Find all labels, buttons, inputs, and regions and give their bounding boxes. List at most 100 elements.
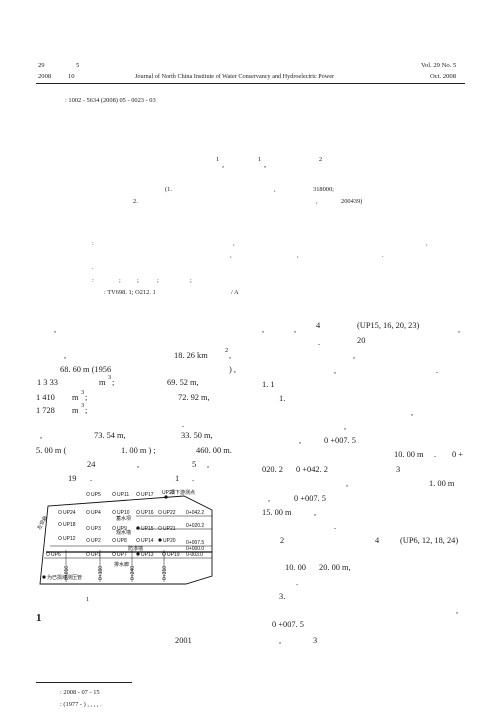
right-period-1: . <box>318 338 321 347</box>
station-0p042-2: 0+042.2 <box>186 510 204 516</box>
station-0p000-0: 0+000.0 <box>186 546 204 552</box>
right-punct-10: , <box>268 494 271 503</box>
header-month: 10 <box>68 73 75 80</box>
left-punct-3: , <box>40 431 43 440</box>
section-1-heading: 1 <box>36 612 42 624</box>
legend-damaged-marker <box>42 575 46 579</box>
point-up13 <box>136 552 140 556</box>
station-ref-5: 0 +007. 5 <box>272 620 304 629</box>
station-0p007-5: 0+007.5 <box>186 540 204 546</box>
header-rule <box>36 83 465 84</box>
point-up16 <box>136 510 140 514</box>
row-2: 2 <box>280 536 285 545</box>
article-number: : 1002 - 5634 (2008) 05 - 0023 - 03 <box>65 97 156 104</box>
label-seep-wall: 观水墙 <box>116 529 131 536</box>
legend-damaged-label: 为已损坏测压管 <box>47 574 82 581</box>
point-up10 <box>112 510 116 514</box>
author-sep-2: , <box>264 160 267 169</box>
affiliation-1-comma: , <box>274 186 276 193</box>
header-issue: 5 <box>76 62 80 69</box>
label-up13: UP13 <box>141 552 154 558</box>
label-up3: UP3 <box>91 526 101 532</box>
affiliation-2-comma: , <box>316 198 318 205</box>
point-up1 <box>86 552 90 556</box>
abstract-punct-1: , <box>233 240 235 247</box>
point-up18 <box>58 522 62 526</box>
abnormal-count: 4 <box>316 321 321 330</box>
right-period-5: . <box>296 578 299 587</box>
volume-1-sup: 3 <box>108 374 112 381</box>
piezometer-layout-diagram: UP5 UP11 UP17 UP23 UP24 UP4 UP10 UP16 UP… <box>36 489 213 585</box>
point-up21 <box>158 526 162 530</box>
abstract-colon: : <box>92 240 94 247</box>
right-punct-9: , <box>346 479 349 488</box>
left-period-2: . <box>90 474 93 483</box>
left-text-1: , <box>54 325 57 334</box>
count-4: 4 <box>375 536 380 545</box>
label-up17: UP17 <box>141 492 154 498</box>
author-sep-1: , <box>222 160 225 169</box>
level-2-value: 72. 92 m, <box>178 393 210 402</box>
label-reservoir: 蓄水坝 <box>116 515 131 522</box>
right-punct-8: , <box>299 436 302 445</box>
volume-3-sep: ; <box>85 406 88 415</box>
point-up23 <box>164 495 168 499</box>
volume-2-value: 1 410 <box>36 393 55 402</box>
abnormal-points: (UP15, 16, 20, 23) <box>357 321 420 330</box>
received-date: : 2008 - 07 - 15 <box>60 689 100 696</box>
station-ref-4: 0 +007. 5 <box>294 494 326 503</box>
header-date: Oct. 2008 <box>430 73 457 80</box>
label-up22: UP22 <box>163 510 176 516</box>
document-code: / A <box>231 289 239 296</box>
label-up21: UP21 <box>163 526 176 532</box>
right-punct-7: , <box>344 422 347 431</box>
label-up7: UP7 <box>117 552 127 558</box>
station-vertical-3: 0+240 <box>130 566 136 580</box>
author-mark-3: 2 <box>319 156 323 163</box>
station-vertical-1: 0+016 <box>64 566 70 580</box>
item-3: 3. <box>279 592 286 601</box>
author-mark-2: 1 <box>258 156 262 163</box>
volume-1-sep: ; <box>112 378 115 387</box>
station-vertical-2: 0+160 <box>98 566 104 580</box>
abstract-end: . <box>92 264 94 271</box>
left-period-3: . <box>192 474 195 483</box>
label-up19: UP19 <box>167 552 180 558</box>
point-up17 <box>136 492 140 496</box>
station-ref-3: 0 +042. 2 <box>296 465 328 474</box>
right-period-3: . <box>434 450 437 459</box>
point-up11 <box>112 492 116 496</box>
header-year: 2008 <box>38 73 52 80</box>
section-1-1-heading: 1. 1 <box>262 380 275 389</box>
clc-number: : TV698. 1; O212. 1 <box>104 289 156 296</box>
volume-1-value: 1 3 33 <box>37 378 58 387</box>
left-punct-5: , <box>207 460 210 469</box>
keywords-colon: : <box>92 277 94 284</box>
crest-width: 5. 00 m ( <box>36 446 67 455</box>
label-left-abutment: 左坝肩 <box>36 514 49 531</box>
volume-1-unit: m <box>99 378 106 387</box>
right-punct-6: , <box>411 408 414 417</box>
point-up4 <box>86 510 90 514</box>
point-up7 <box>112 552 116 556</box>
figure-ref: 1 <box>175 474 180 483</box>
author-mark-1: 1 <box>216 156 220 163</box>
figure-1-caption-number: 1 <box>86 596 90 603</box>
left-period-1: . <box>182 420 185 429</box>
label-up12: UP12 <box>63 536 76 542</box>
volume-2-sep: ; <box>85 393 88 402</box>
label-up5: UP5 <box>91 492 101 498</box>
keywords-sep-3: ; <box>157 277 159 284</box>
volume-2-unit: m <box>72 393 79 402</box>
point-up19 <box>162 552 166 556</box>
affiliation-1-prefix: (1. <box>165 186 172 193</box>
abstract-punct-5: . <box>382 252 384 259</box>
affiliation-2-prefix: 2. <box>133 198 138 205</box>
label-up23: UP23 <box>162 490 175 496</box>
point-up22 <box>158 510 162 514</box>
label-up1: UP1 <box>91 552 101 558</box>
dam-height: 33. 50 m, <box>181 431 213 440</box>
point-up14 <box>136 538 140 542</box>
damaged-count: 19 <box>68 474 77 483</box>
piezometer-count: 24 <box>87 460 96 469</box>
